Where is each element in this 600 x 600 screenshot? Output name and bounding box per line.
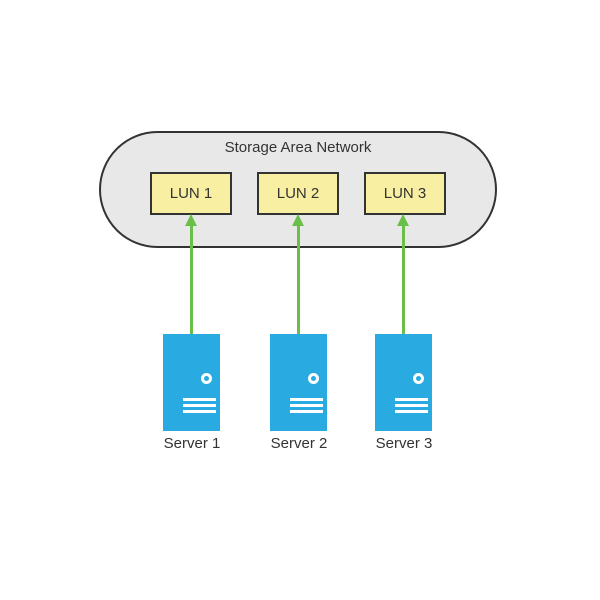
lun-2-label: LUN 2 [276, 185, 320, 202]
server-1-icon [163, 334, 220, 431]
lun-2-box: LUN 2 [257, 172, 339, 215]
server-3-label: Server 3 [375, 435, 433, 452]
server-vents-icon [183, 398, 216, 416]
server-3-icon [375, 334, 432, 431]
power-button-icon [308, 373, 319, 384]
connection-server1-lun1 [190, 224, 193, 334]
lun-3-box: LUN 3 [364, 172, 446, 215]
san-title: Storage Area Network [224, 139, 372, 156]
arrow-up-icon [292, 214, 304, 226]
power-button-icon [201, 373, 212, 384]
server-2-icon [270, 334, 327, 431]
lun-1-label: LUN 1 [169, 185, 213, 202]
server-vents-icon [395, 398, 428, 416]
arrow-up-icon [397, 214, 409, 226]
server-1-label: Server 1 [163, 435, 221, 452]
lun-1-box: LUN 1 [150, 172, 232, 215]
server-2-label: Server 2 [270, 435, 328, 452]
lun-3-label: LUN 3 [383, 185, 427, 202]
server-vents-icon [290, 398, 323, 416]
power-button-icon [413, 373, 424, 384]
arrow-up-icon [185, 214, 197, 226]
connection-server2-lun2 [297, 224, 300, 334]
connection-server3-lun3 [402, 224, 405, 334]
